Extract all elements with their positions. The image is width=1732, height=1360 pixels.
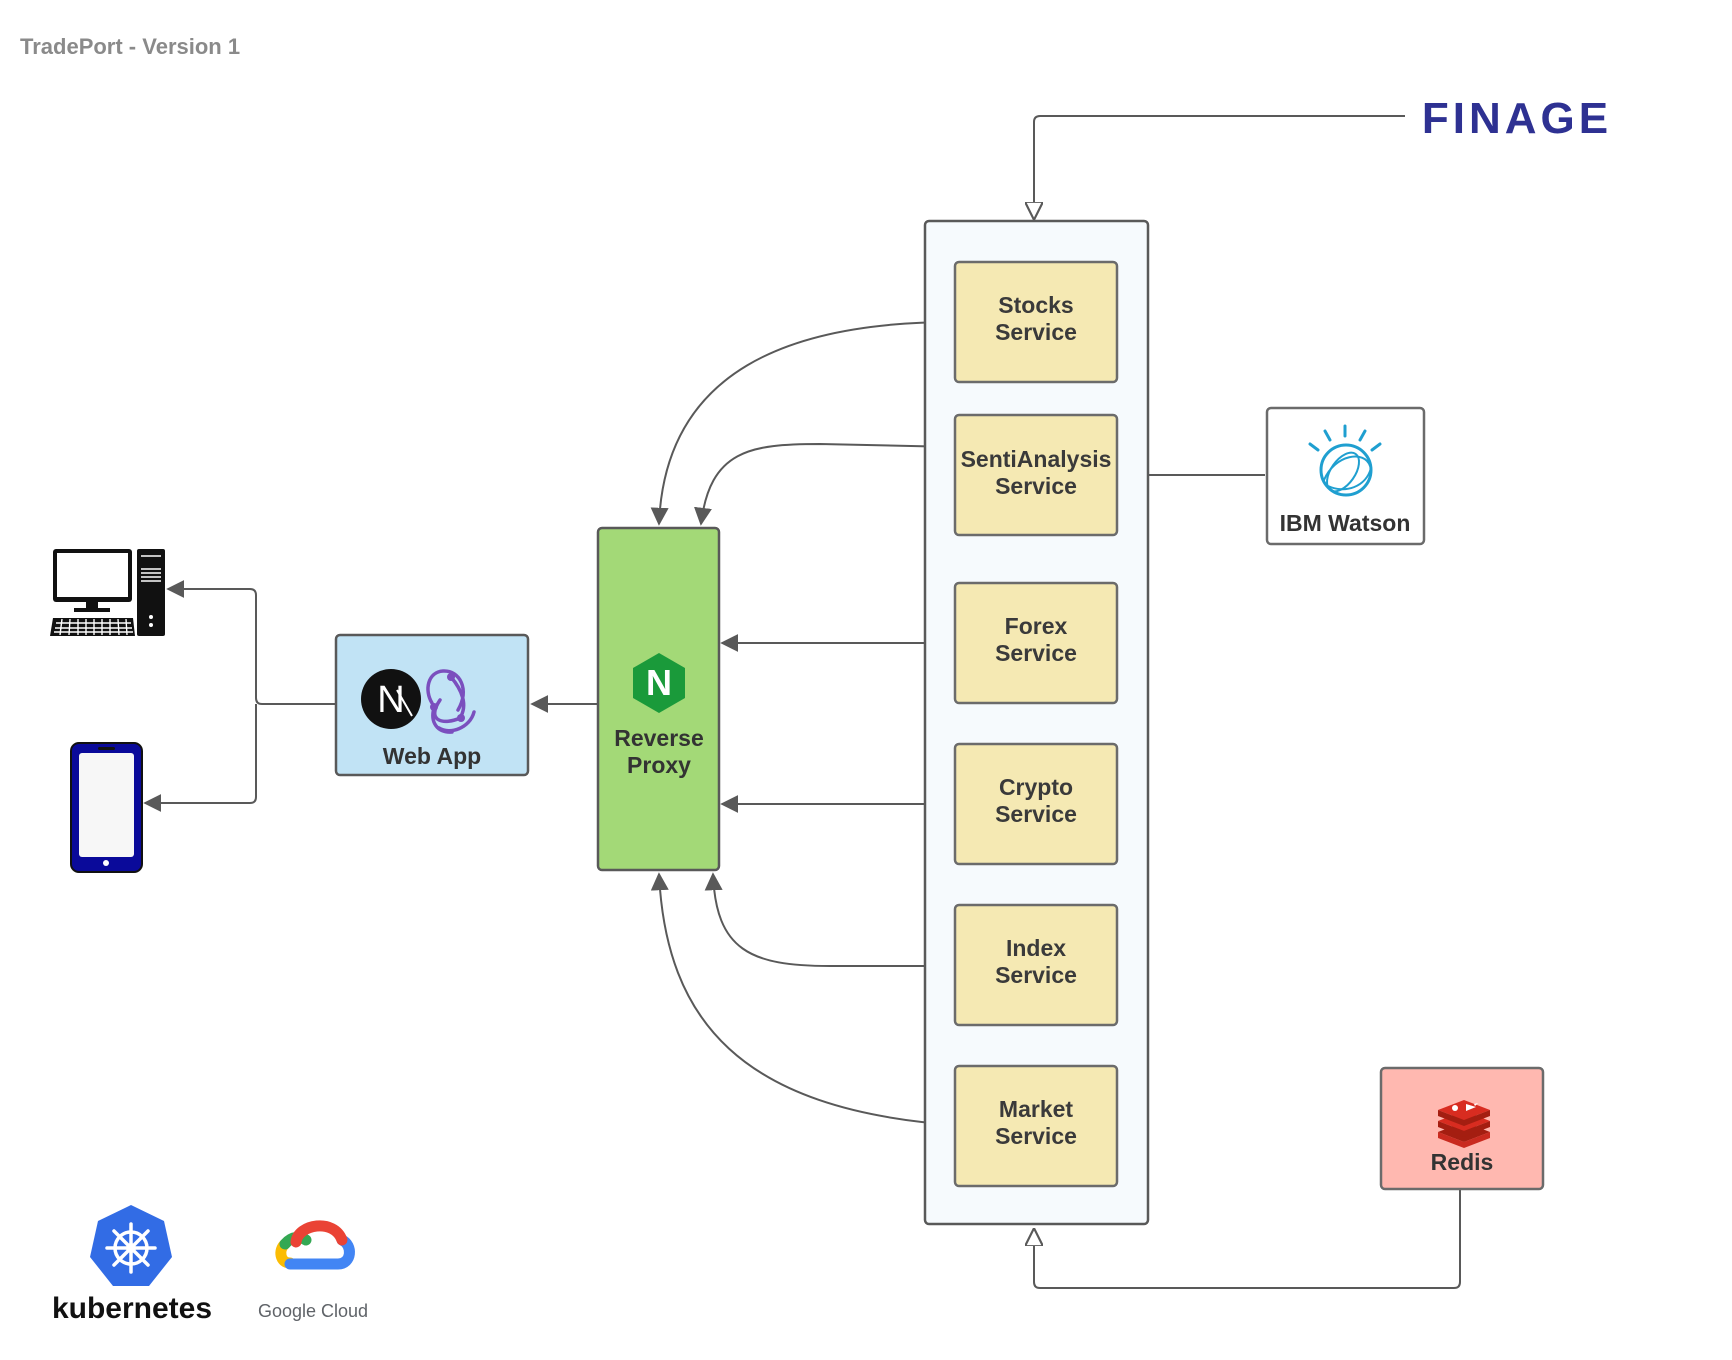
edge-market-to-proxy <box>650 872 956 1126</box>
web-app-label: Web App <box>383 743 481 769</box>
ibm-watson-label: IBM Watson <box>1280 510 1411 536</box>
service-market[interactable]: Market Service <box>953 1064 1119 1188</box>
service-sentianalysis-name: SentiAnalysis <box>961 446 1112 472</box>
kubernetes-logo: kubernetes <box>52 1205 212 1325</box>
reverse-proxy-node[interactable]: N Reverse Proxy <box>596 526 721 872</box>
ibm-watson-node[interactable]: IBM Watson <box>1265 406 1426 546</box>
service-sentianalysis-suffix: Service <box>995 473 1077 499</box>
edge-redis-to-services <box>1034 1190 1461 1289</box>
edge-index-to-proxy <box>704 872 955 967</box>
edge-webapp-to-mobile <box>143 704 257 812</box>
edge-finage-to-services <box>1034 115 1405 218</box>
google-cloud-wordmark: Google Cloud <box>258 1301 368 1321</box>
nginx-icon-letter: N <box>646 662 672 703</box>
redis-node[interactable]: Redis <box>1379 1066 1545 1191</box>
service-crypto-suffix: Service <box>995 801 1077 827</box>
service-index-name: Index <box>1006 935 1066 961</box>
reverse-proxy-label-1: Reverse <box>614 725 704 751</box>
service-market-name: Market <box>999 1096 1073 1122</box>
service-index-suffix: Service <box>995 962 1077 988</box>
edge-webapp-to-desktop <box>166 580 336 705</box>
nginx-icon: N <box>633 653 685 713</box>
service-stocks-name: Stocks <box>998 292 1073 318</box>
service-stocks[interactable]: Stocks Service <box>953 260 1119 384</box>
edge-stocks-to-proxy <box>650 321 956 526</box>
service-forex-suffix: Service <box>995 640 1077 666</box>
redis-label: Redis <box>1431 1149 1494 1175</box>
service-crypto[interactable]: Crypto Service <box>953 742 1119 866</box>
google-cloud-logo: Google Cloud <box>258 1220 368 1321</box>
edge-sentianalysis-to-proxy <box>694 442 956 526</box>
desktop-computer-icon <box>50 549 165 636</box>
web-app-node[interactable]: N Web App <box>334 633 530 777</box>
ibm-watson-icon <box>1308 424 1382 497</box>
reverse-proxy-label-2: Proxy <box>627 752 691 778</box>
kubernetes-wordmark: kubernetes <box>52 1292 212 1325</box>
nextjs-icon-letter: N <box>377 679 404 721</box>
edges <box>143 115 1461 1289</box>
redis-icon <box>1438 1100 1490 1148</box>
google-cloud-icon <box>275 1220 355 1270</box>
diagram-title: TradePort - Version 1 <box>20 34 241 59</box>
nextjs-icon: N <box>361 669 421 729</box>
service-forex-name: Forex <box>1005 613 1068 639</box>
service-stocks-suffix: Service <box>995 319 1077 345</box>
mobile-phone-icon <box>70 742 143 873</box>
service-sentianalysis[interactable]: SentiAnalysis Service <box>953 413 1119 537</box>
finage-logo: FINAGE <box>1422 94 1612 143</box>
finage-logo-text: FINAGE <box>1422 94 1612 143</box>
service-index[interactable]: Index Service <box>953 903 1119 1027</box>
service-market-suffix: Service <box>995 1123 1077 1149</box>
redux-icon <box>426 669 476 734</box>
service-crypto-name: Crypto <box>999 774 1073 800</box>
service-forex[interactable]: Forex Service <box>953 581 1119 705</box>
